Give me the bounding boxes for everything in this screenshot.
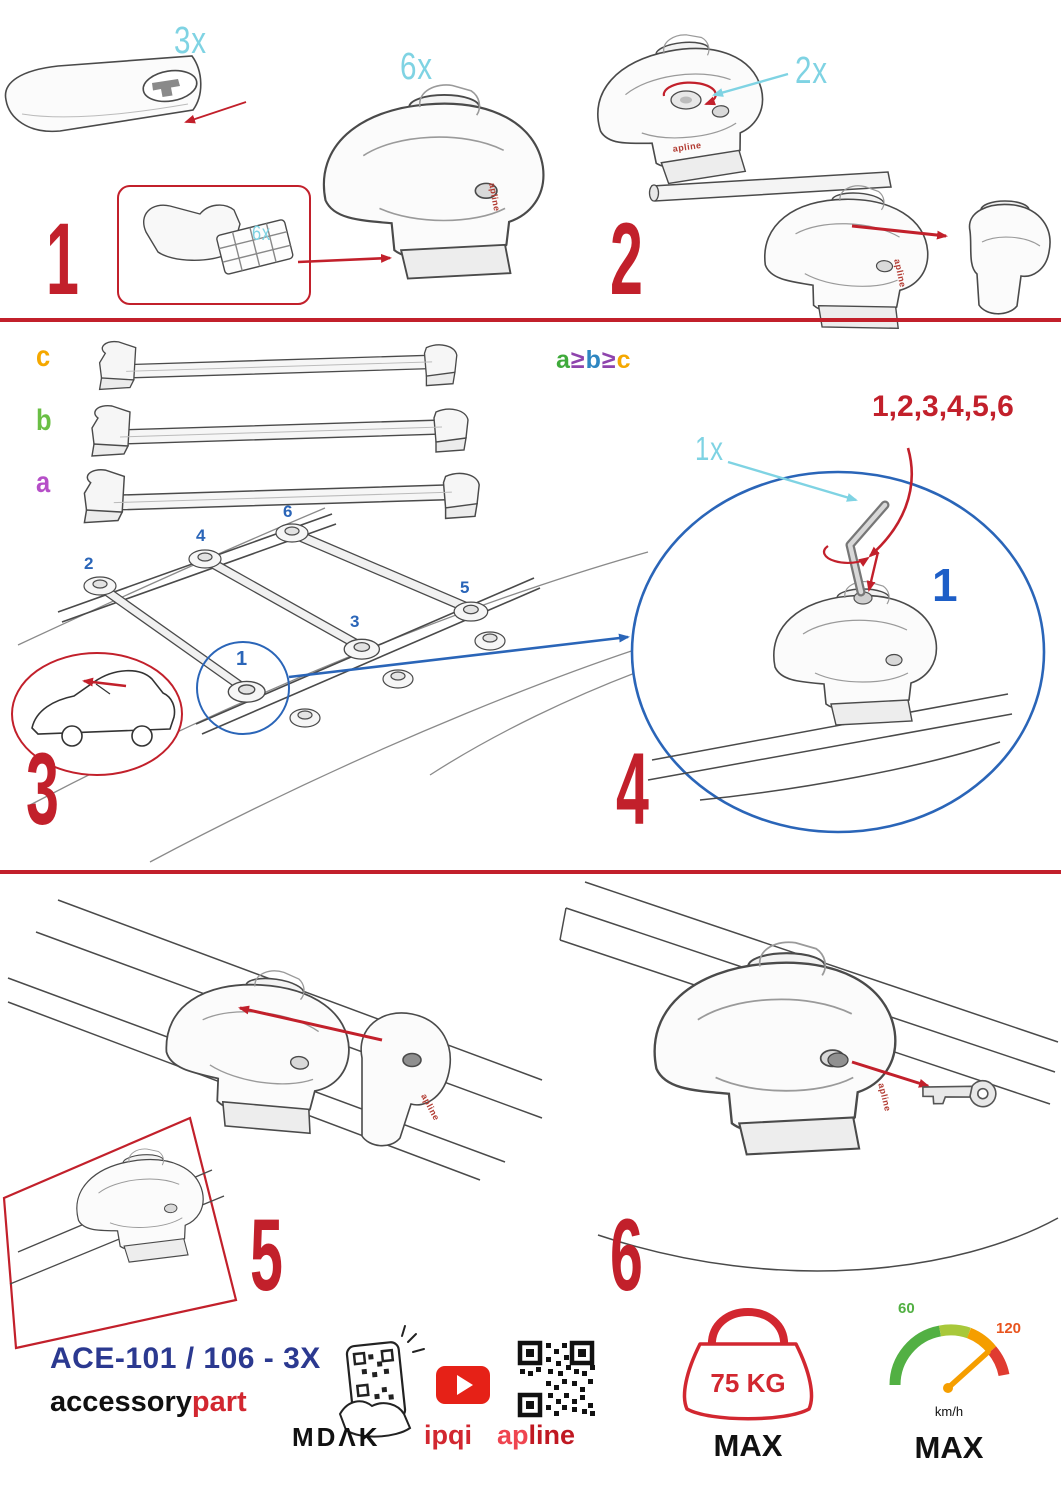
zoom-position-number: 1	[932, 559, 958, 611]
speed-unit-label: km/h	[934, 1404, 964, 1419]
brand-mdak: MDΛK	[292, 1422, 381, 1452]
size-order-ge2: ≥	[601, 346, 617, 374]
divider-bottom	[0, 870, 1061, 874]
brand-apline: apline	[497, 1420, 575, 1451]
position-3: 3	[350, 612, 360, 631]
size-order-rule: a≥b≥c	[556, 346, 632, 375]
step3-size-bars	[83, 340, 480, 524]
speed-high-tick: 120	[996, 1320, 1022, 1337]
position-1: 1	[236, 648, 248, 670]
max-weight-label: MAX	[713, 1428, 783, 1463]
size-label-c: c	[36, 340, 51, 373]
foot-quantity-label: 6x	[400, 46, 433, 88]
position-5: 5	[460, 578, 470, 597]
knob-quantity-label: 2x	[795, 50, 828, 92]
step1-illustration	[4, 55, 545, 305]
pad-quantity-label: 6x	[252, 222, 271, 245]
speedometer-needle	[945, 1349, 991, 1391]
step-4-number: 4	[616, 732, 649, 846]
step-1-number: 1	[46, 202, 79, 316]
size-label-a: a	[36, 466, 51, 499]
tightening-sequence: 1,2,3,4,5,6	[872, 390, 1014, 423]
model-number: ACE-101 / 106 - 3X	[50, 1342, 321, 1375]
speedometer-icon	[889, 1324, 1010, 1393]
size-order-c: c	[616, 346, 632, 374]
brand-ipqi: ipqi	[424, 1420, 472, 1450]
youtube-icon	[436, 1366, 490, 1404]
step3-roof-scene	[11, 507, 706, 863]
speed-low-tick: 60	[898, 1300, 915, 1317]
key-quantity-label: 1x	[695, 430, 724, 467]
brand-accessory: accessory	[50, 1386, 192, 1418]
key-icon	[922, 1079, 997, 1108]
size-order-b: b	[585, 346, 602, 374]
phone-scan-icon	[338, 1325, 425, 1438]
divider-top	[0, 318, 1061, 322]
step2-illustration	[589, 26, 1051, 335]
step5-illustration	[2, 899, 543, 1350]
step-6-number: 6	[610, 1198, 643, 1312]
step4-zoom	[630, 447, 1046, 834]
position-4: 4	[196, 526, 206, 545]
qr-code	[517, 1340, 595, 1418]
brand-part: part	[191, 1386, 247, 1418]
weight-limit-icon	[682, 1308, 814, 1421]
play-triangle-icon	[457, 1375, 473, 1395]
step6-illustration	[559, 881, 1059, 1272]
position-6: 6	[283, 502, 293, 521]
bar-quantity-label: 3x	[174, 20, 207, 62]
brand-accessorypart: accessorypart	[50, 1386, 247, 1419]
step-2-number: 2	[610, 202, 643, 316]
brand-apline-ap: ap	[497, 1420, 529, 1450]
step-3-number: 3	[26, 732, 59, 846]
brand-apline-line: line	[528, 1420, 576, 1450]
size-label-b: b	[36, 404, 52, 437]
size-order-a: a	[556, 346, 571, 374]
size-order-ge1: ≥	[570, 346, 586, 374]
max-speed-label: MAX	[914, 1430, 984, 1465]
max-weight-value: 75 KG	[710, 1368, 786, 1398]
step-5-number: 5	[250, 1198, 283, 1312]
position-2: 2	[84, 554, 94, 573]
